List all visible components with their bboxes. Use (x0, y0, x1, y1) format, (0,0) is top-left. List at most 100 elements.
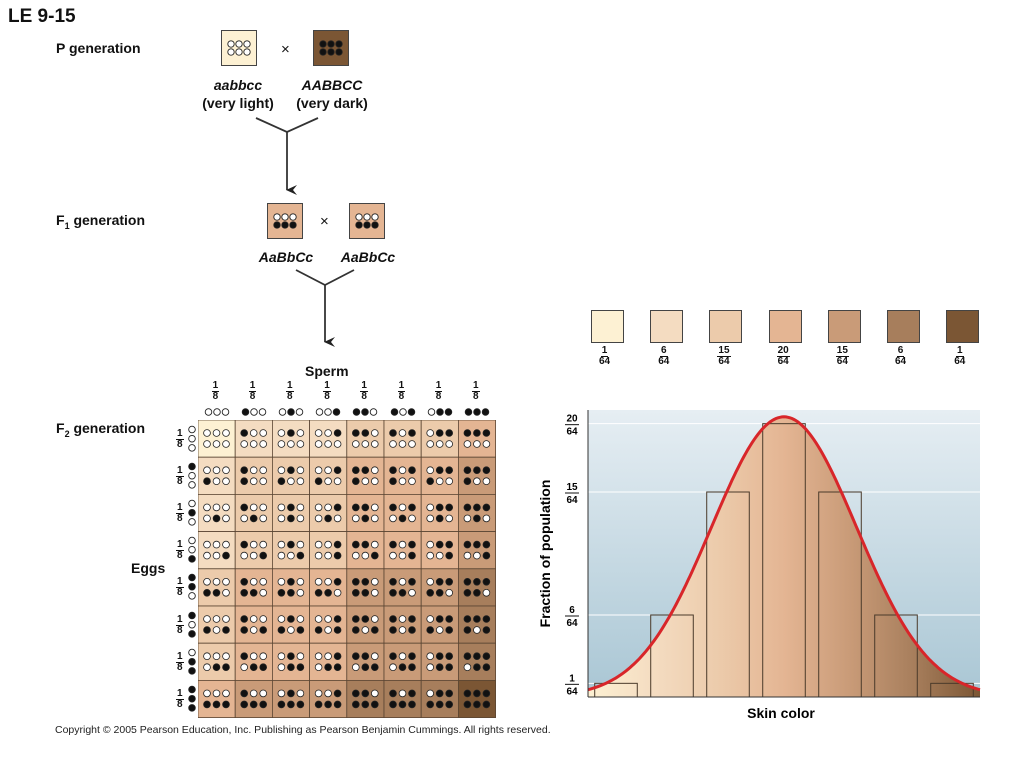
fraction-denominator: 8 (361, 391, 367, 402)
dark-allele-dot (361, 578, 370, 586)
dark-allele-dot (249, 663, 258, 672)
light-allele-dot (426, 503, 435, 512)
allele-dots (355, 213, 379, 229)
light-allele-dot (259, 589, 267, 597)
dark-allele-dot (435, 589, 444, 597)
dark-allele-dot (445, 663, 454, 672)
punnett-cell (198, 456, 236, 495)
light-allele-dot (188, 434, 196, 443)
cross-symbol: × (281, 41, 290, 58)
dark-allele-dot (296, 626, 305, 634)
light-allele-dot (426, 514, 435, 523)
dark-allele-dot (473, 503, 481, 512)
punnett-cell (309, 531, 348, 570)
punnett-cell (272, 568, 311, 607)
light-allele-dot (212, 408, 221, 416)
y-tick-numerator: 15 (566, 482, 578, 493)
light-allele-dot (289, 213, 297, 221)
sperm-gamete-dots (353, 408, 378, 416)
dark-allele-dot (463, 466, 472, 474)
light-allele-dot (314, 503, 323, 512)
dark-allele-dot (259, 700, 267, 709)
dark-allele-dot (445, 429, 454, 437)
light-allele-dot (426, 466, 435, 474)
dark-allele-dot (408, 700, 416, 709)
light-allele-dot (463, 440, 472, 448)
light-allele-dot (482, 514, 491, 523)
dark-allele-dot (249, 589, 258, 597)
dark-allele-dot (352, 689, 360, 698)
dark-allele-dot (435, 700, 444, 709)
y-tick-denominator: 64 (566, 686, 578, 697)
light-allele-dot (426, 578, 435, 586)
dark-allele-dot (473, 663, 481, 672)
dark-allele-dot (287, 663, 295, 672)
fraction-numerator: 1 (176, 464, 184, 477)
light-allele-dot (473, 440, 481, 448)
punnett-cell (457, 456, 496, 495)
fraction-denominator: 64 (954, 356, 966, 367)
punnett-cell (309, 568, 348, 607)
fraction-numerator: 1 (600, 345, 609, 357)
dark-allele-dot (482, 615, 491, 623)
dark-allele-dot (361, 700, 370, 709)
fraction-numerator: 1 (248, 380, 257, 392)
light-allele-dot (259, 440, 267, 448)
dark-allele-dot (482, 700, 491, 709)
punnett-cell (457, 679, 496, 718)
dark-allele-dot (361, 466, 370, 474)
light-allele-dot (277, 503, 286, 512)
light-allele-dot (371, 652, 379, 661)
f1-parent2-swatch (349, 203, 385, 239)
light-allele-dot (371, 689, 379, 698)
dark-allele-dot (407, 408, 415, 416)
light-allele-dot (371, 589, 379, 597)
eggs-label: Eggs (131, 560, 166, 576)
light-allele-dot (296, 652, 305, 661)
dark-allele-dot (188, 583, 196, 591)
parent2-genotype: AABBCC (301, 77, 363, 93)
dark-allele-dot (408, 540, 416, 549)
light-allele-dot (324, 408, 332, 416)
dark-allele-dot (287, 466, 295, 474)
dark-allele-dot (277, 589, 286, 597)
punnett-cell (346, 494, 385, 533)
dark-allele-dot (352, 626, 360, 634)
light-allele-dot (277, 652, 286, 661)
light-allele-dot (389, 514, 397, 523)
light-allele-dot (249, 689, 258, 698)
light-allele-dot (426, 689, 435, 698)
light-allele-dot (296, 466, 305, 474)
dark-allele-dot (353, 408, 361, 416)
punnett-cell (457, 494, 496, 533)
light-allele-dot (222, 440, 230, 448)
punnett-cell (198, 642, 236, 681)
light-allele-dot (212, 578, 221, 586)
sperm-gamete-dots (464, 408, 490, 416)
light-allele-dot (361, 440, 370, 448)
fraction-denominator: 8 (177, 438, 183, 450)
fraction-denominator: 64 (599, 356, 611, 367)
fraction-numerator: 1 (323, 380, 331, 392)
light-allele-dot (371, 477, 379, 485)
light-allele-dot (398, 626, 407, 634)
dark-allele-dot (333, 503, 342, 512)
phenotype-swatch (709, 310, 743, 343)
dark-allele-dot (296, 551, 305, 560)
light-allele-dot (258, 408, 267, 416)
dark-allele-dot (188, 611, 196, 619)
dark-allele-dot (389, 689, 397, 698)
punnett-cell (272, 456, 311, 495)
light-allele-dot (295, 408, 304, 416)
light-allele-dot (361, 477, 370, 485)
dark-allele-dot (363, 221, 371, 229)
dark-allele-dot (435, 652, 444, 661)
light-allele-dot (287, 551, 295, 560)
dark-allele-dot (240, 689, 248, 698)
punnett-cell (420, 568, 459, 607)
dark-allele-dot (408, 429, 416, 437)
